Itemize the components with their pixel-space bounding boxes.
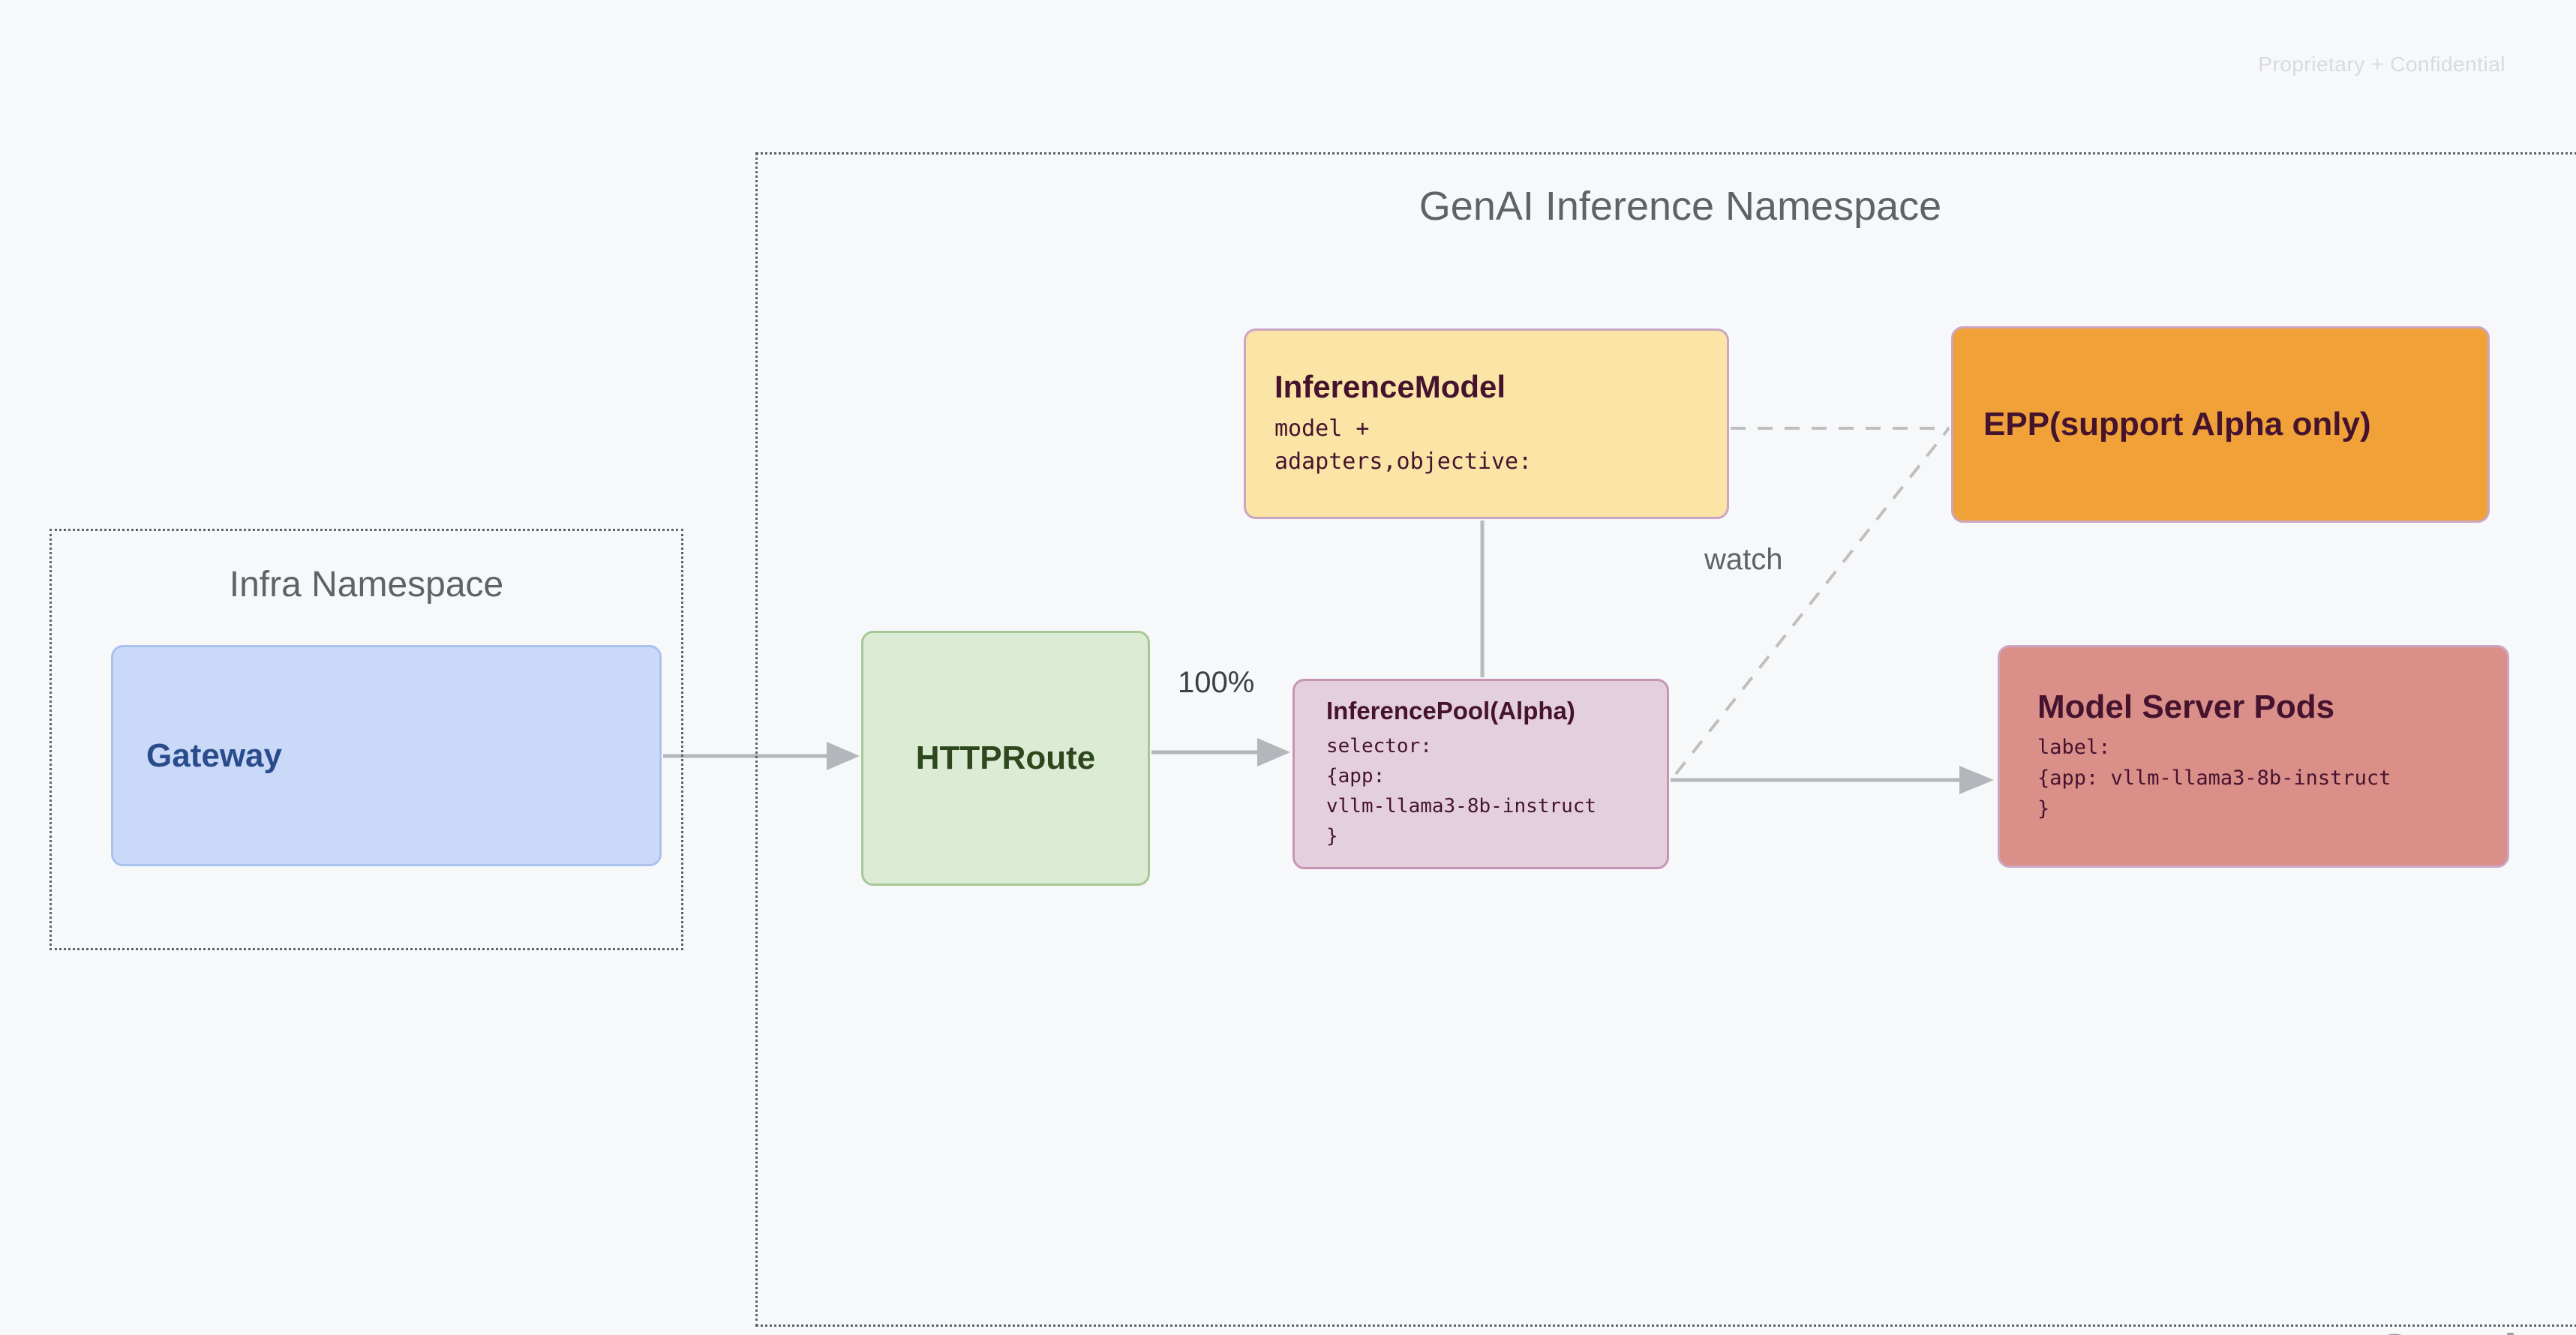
model-server-pods-node-title: Model Server Pods bbox=[2037, 688, 2335, 725]
inference-pool-node-body: selector: {app: vllm-llama3-8b-instruct … bbox=[1326, 735, 1597, 848]
httproute-node[interactable]: HTTPRoute bbox=[861, 631, 1150, 886]
inference-model-node[interactable]: InferenceModel model + adapters,objectiv… bbox=[1244, 328, 1729, 519]
watch-label: watch bbox=[1704, 543, 1783, 576]
traffic-percent-label: 100% bbox=[1178, 666, 1255, 699]
arrowhead-gateway-to-httproute bbox=[827, 742, 860, 770]
infra-namespace-title: Infra Namespace bbox=[229, 565, 504, 604]
infra-namespace-container: Infra Namespace bbox=[50, 529, 683, 950]
inference-pool-node[interactable]: InferencePool(Alpha) selector: {app: vll… bbox=[1293, 679, 1669, 869]
httproute-node-title: HTTPRoute bbox=[915, 740, 1096, 776]
confidentiality-watermark: Proprietary + Confidential bbox=[2258, 52, 2505, 76]
arrowhead-httproute-to-pool bbox=[1257, 738, 1290, 766]
google-logo: Google bbox=[2376, 1324, 2546, 1335]
epp-node[interactable]: EPP(support Alpha only) bbox=[1951, 326, 2490, 523]
arrowhead-pool-to-pods bbox=[1959, 766, 1994, 794]
inference-model-node-body: model + adapters,objective: bbox=[1274, 416, 1533, 475]
gateway-node-title: Gateway bbox=[146, 736, 282, 774]
model-server-pods-node-body: label: {app: vllm-llama3-8b-instruct } bbox=[2037, 736, 2391, 820]
model-server-pods-node[interactable]: Model Server Pods label: {app: vllm-llam… bbox=[1998, 645, 2509, 868]
edge-pool-to-epp-dashed bbox=[1674, 427, 1950, 776]
inference-pool-node-title: InferencePool(Alpha) bbox=[1326, 697, 1575, 724]
inference-model-node-title: InferenceModel bbox=[1274, 369, 1506, 404]
genai-namespace-title: GenAI Inference Namespace bbox=[1419, 184, 1942, 229]
epp-node-title: EPP(support Alpha only) bbox=[1983, 406, 2371, 442]
genai-namespace-container: GenAI Inference Namespace bbox=[755, 152, 2576, 1327]
gateway-node[interactable]: Gateway bbox=[111, 645, 662, 866]
